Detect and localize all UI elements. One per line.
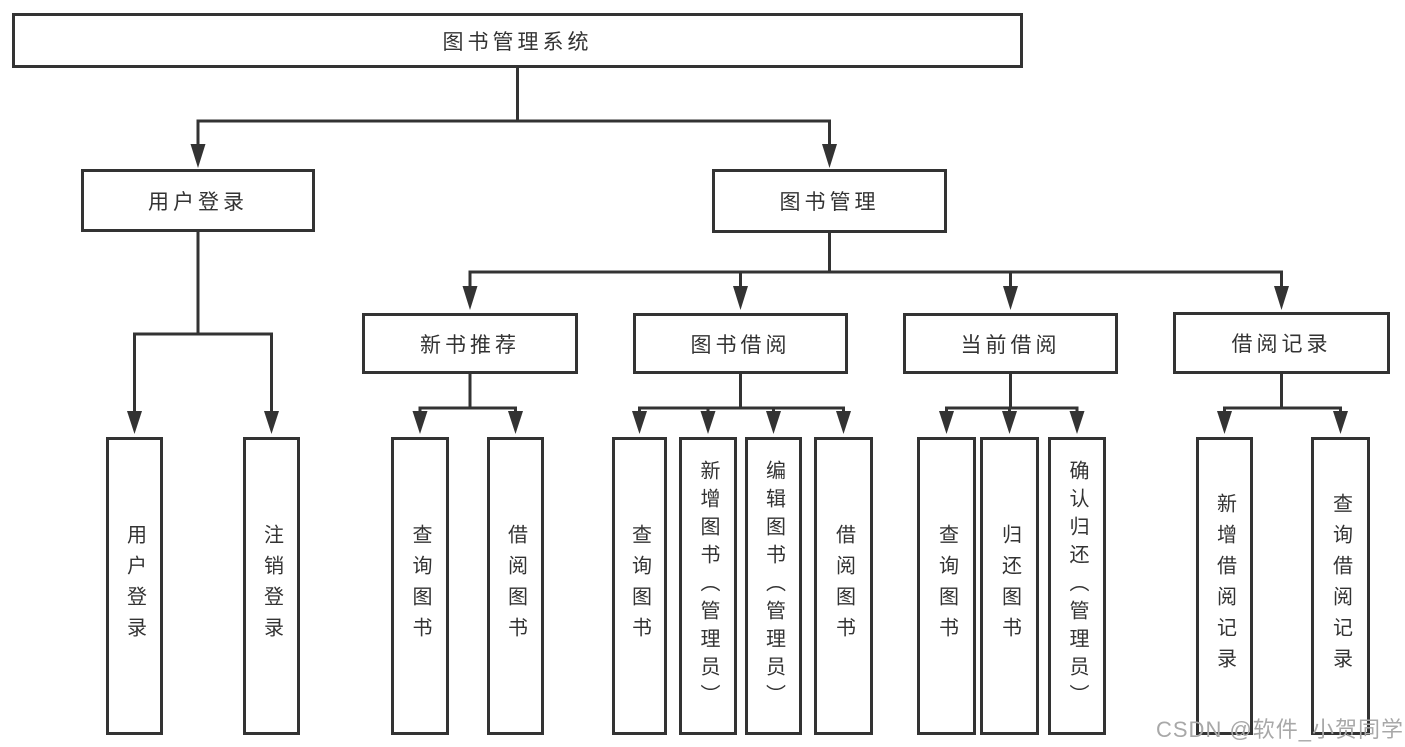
leaf-logout-login: 注销登录 [243, 437, 300, 735]
leaf-edit-books-admin: 编辑图书（管理员） [745, 437, 802, 735]
node-root-system: 图书管理系统 [12, 13, 1023, 68]
node-current-borrow-label: 当前借阅 [960, 333, 1061, 357]
connector-user-login-children [127, 232, 279, 434]
leaf-logout-login-label: 注销登录 [260, 524, 283, 648]
leaf-borrow-books-recommend: 借阅图书 [487, 437, 544, 735]
leaf-confirm-return-admin-label: 确认归还（管理员） [1066, 460, 1088, 712]
connector-book-borrow-children [632, 374, 851, 434]
node-user-login-label: 用户登录 [148, 190, 248, 214]
node-book-borrow: 图书借阅 [633, 313, 848, 374]
leaf-borrow-books-recommend-label: 借阅图书 [504, 524, 527, 648]
leaf-edit-books-admin-label: 编辑图书（管理员） [762, 460, 785, 712]
node-user-login: 用户登录 [81, 169, 315, 232]
leaf-add-books-admin: 新增图书（管理员） [679, 437, 737, 735]
leaf-borrow-books: 借阅图书 [814, 437, 873, 735]
node-borrow-record: 借阅记录 [1173, 312, 1390, 374]
node-root-label: 图书管理系统 [442, 30, 593, 54]
leaf-query-books-recommend: 查询图书 [391, 437, 449, 735]
csdn-watermark: CSDN @软件_小贺同学 [1156, 717, 1405, 742]
leaf-query-books-current-label: 查询图书 [935, 524, 958, 648]
connector-new-book-children [412, 374, 523, 434]
leaf-query-books-borrow-label: 查询图书 [628, 524, 651, 648]
node-book-management-label: 图书管理 [779, 191, 880, 214]
leaf-query-borrow-record: 查询借阅记录 [1311, 437, 1370, 735]
connector-borrow-record-children [1217, 374, 1348, 434]
node-new-book-recommend-label: 新书推荐 [420, 333, 520, 357]
leaf-return-books: 归还图书 [980, 437, 1039, 735]
leaf-return-books-label: 归还图书 [998, 524, 1021, 648]
node-borrow-record-label: 借阅记录 [1231, 333, 1332, 356]
leaf-borrow-books-label: 借阅图书 [832, 524, 855, 648]
leaf-add-borrow-record-label: 新增借阅记录 [1213, 493, 1236, 679]
node-book-management: 图书管理 [712, 169, 947, 233]
connector-book-management-children [462, 233, 1289, 310]
leaf-query-books-current: 查询图书 [917, 437, 976, 735]
node-new-book-recommend: 新书推荐 [362, 313, 578, 374]
leaf-query-borrow-record-label: 查询借阅记录 [1329, 493, 1352, 679]
leaf-query-books-borrow: 查询图书 [612, 437, 667, 735]
leaf-user-login: 用户登录 [106, 437, 163, 735]
leaf-confirm-return-admin: 确认归还（管理员） [1048, 437, 1106, 735]
connector-root-to-level2 [190, 68, 837, 168]
connector-current-borrow-children [939, 374, 1085, 434]
leaf-user-login-label: 用户登录 [123, 524, 146, 648]
leaf-add-books-admin-label: 新增图书（管理员） [697, 460, 719, 712]
leaf-add-borrow-record: 新增借阅记录 [1196, 437, 1253, 735]
node-book-borrow-label: 图书借阅 [690, 333, 791, 357]
leaf-query-books-recommend-label: 查询图书 [409, 524, 431, 648]
node-current-borrow: 当前借阅 [903, 313, 1118, 374]
